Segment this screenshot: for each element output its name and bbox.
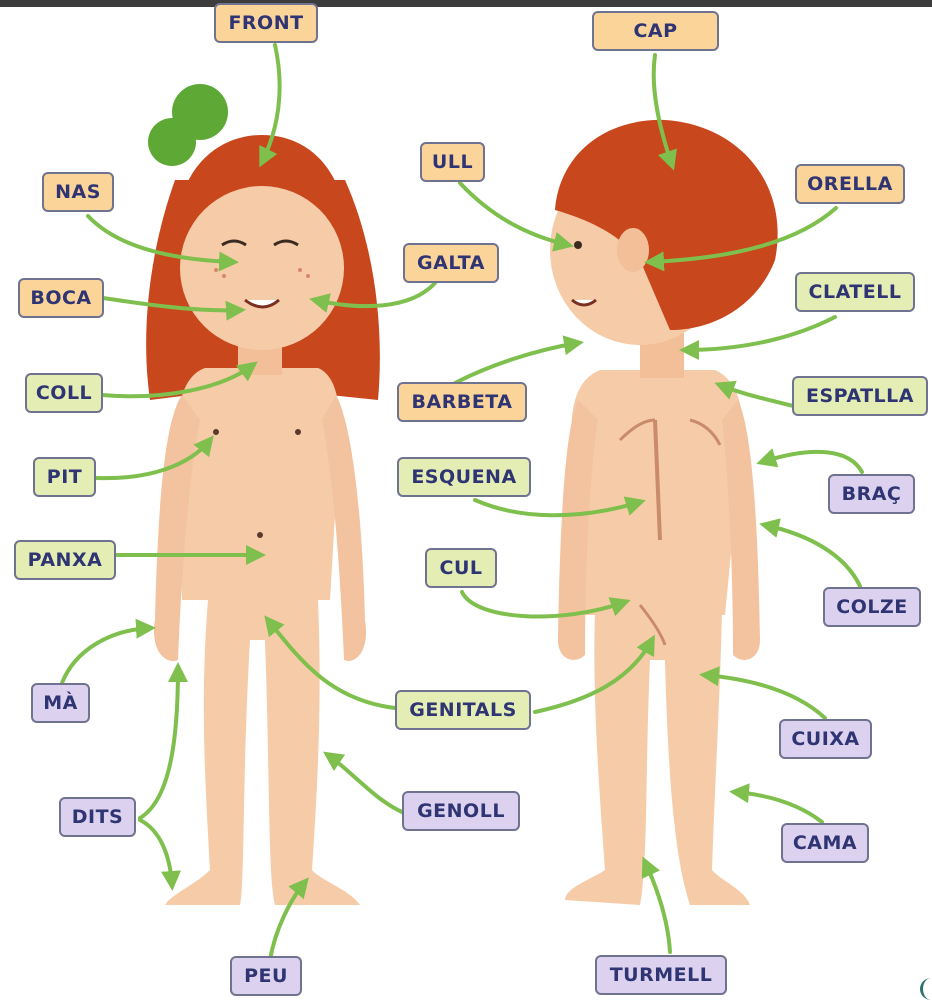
label-barbeta: BARBETA [397, 382, 527, 422]
label-genitals: GENITALS [395, 690, 531, 730]
label-cul: CUL [425, 548, 497, 588]
label-orella: ORELLA [795, 164, 905, 204]
label-galta: GALTA [403, 243, 499, 283]
label-boca: BOCA [18, 278, 104, 318]
label-espatlla: ESPATLLA [792, 376, 928, 416]
label-dits: DITS [59, 797, 136, 837]
arrow-turmell [645, 862, 670, 952]
label-esquena: ESQUENA [397, 457, 531, 497]
arrow-dits-2 [140, 820, 172, 885]
arrow-ma [62, 628, 150, 683]
label-front: FRONT [214, 3, 318, 43]
label-brac: BRAÇ [828, 474, 915, 514]
label-nas: NAS [42, 172, 114, 212]
arrow-cama [735, 792, 822, 822]
arrow-barbeta [455, 343, 578, 383]
label-cuixa: CUIXA [779, 719, 872, 759]
label-ull: ULL [420, 142, 485, 182]
girl-figure [146, 84, 380, 905]
arrow-genoll [328, 755, 402, 812]
label-ma: MÀ [31, 683, 90, 723]
label-colze: COLZE [823, 587, 921, 627]
label-turmell: TURMELL [595, 955, 727, 995]
arrow-brac [762, 452, 862, 472]
label-panxa: PANXA [14, 540, 116, 580]
label-pit: PIT [33, 457, 96, 497]
arrow-dits-1 [140, 668, 178, 818]
label-cap: CAP [592, 11, 719, 51]
arrow-colze [765, 525, 860, 586]
arrow-cuixa [705, 675, 825, 718]
label-cama: CAMA [781, 823, 869, 863]
label-clatell: CLATELL [795, 272, 915, 312]
label-peu: PEU [230, 956, 302, 996]
label-coll: COLL [25, 373, 103, 413]
label-genoll: GENOLL [402, 791, 520, 831]
